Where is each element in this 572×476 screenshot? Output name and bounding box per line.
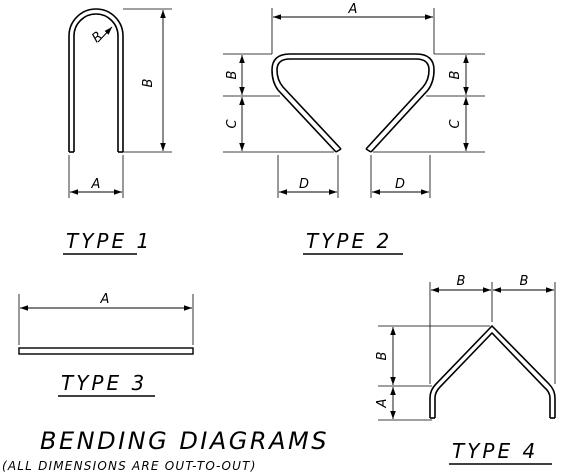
type2-dim-b-right: B bbox=[448, 70, 463, 79]
type2-dim-a: A bbox=[348, 2, 358, 17]
type3-diagram: A TYPE 3 bbox=[18, 292, 194, 397]
type2-bar-inner bbox=[276, 58, 430, 150]
type3-label: TYPE 3 bbox=[61, 371, 147, 395]
type3-dim-a: A bbox=[100, 292, 110, 307]
type1-dim-b: B bbox=[141, 78, 156, 87]
type1-bar-outer bbox=[68, 8, 124, 152]
type2-bar-outer bbox=[271, 53, 435, 153]
type1-dim-r: R bbox=[89, 29, 106, 46]
type1-bar-inner bbox=[73, 13, 119, 152]
type4-bar-inner bbox=[434, 331, 551, 418]
type4-diagram: B B B A TYPE 4 bbox=[375, 274, 556, 465]
type2-diagram: A B B C C D D TYPE 2 bbox=[223, 2, 485, 255]
page-subtitle: (ALL DIMENSIONS ARE OUT-TO-OUT) bbox=[2, 459, 257, 473]
type2-dim-c-right: C bbox=[448, 119, 463, 129]
type1-dim-a: A bbox=[91, 177, 101, 192]
type2-dim-c-left: C bbox=[225, 119, 240, 129]
type2-dim-d-right: D bbox=[395, 177, 405, 192]
page-title: BENDING DIAGRAMS bbox=[40, 427, 329, 455]
type4-bar-outer bbox=[429, 324, 556, 418]
type4-dim-b-top-right: B bbox=[520, 274, 529, 289]
type4-dim-a-left: A bbox=[375, 399, 390, 409]
type1-label: TYPE 1 bbox=[66, 229, 152, 253]
type4-dim-b-top-left: B bbox=[457, 274, 466, 289]
type2-label: TYPE 2 bbox=[306, 229, 392, 253]
type4-dim-b-left: B bbox=[375, 351, 390, 360]
type1-radius-arrow bbox=[97, 26, 113, 43]
type4-label: TYPE 4 bbox=[452, 439, 538, 463]
type3-bar bbox=[18, 347, 194, 355]
type1-diagram: R B A TYPE 1 bbox=[63, 8, 172, 255]
type2-dim-b-left: B bbox=[225, 70, 240, 79]
type2-dim-d-left: D bbox=[299, 177, 309, 192]
